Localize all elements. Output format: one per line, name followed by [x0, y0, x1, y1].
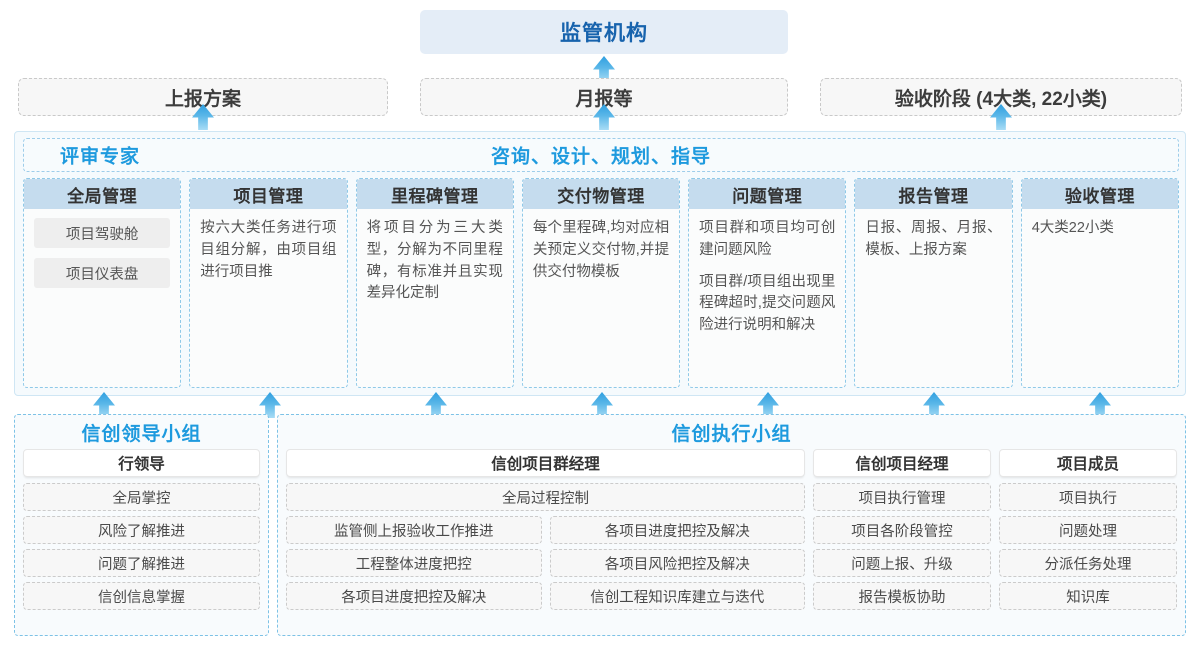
- column-deliverable-management[interactable]: 交付物管理 每个里程碑,均对应相关预定义交付物,并提供交付物模板: [521, 178, 681, 388]
- chip-item[interactable]: 项目驾驶舱: [34, 218, 171, 248]
- list-item[interactable]: 监管侧上报验收工作推进: [286, 516, 542, 544]
- column-body: 项目驾驶舱 项目仪表盘: [24, 209, 180, 387]
- column-global-management[interactable]: 全局管理 项目驾驶舱 项目仪表盘: [23, 178, 182, 388]
- program-manager-responsibilities: 全局过程控制 监管侧上报验收工作推进 工程整体进度把控 各项目进度把控及解决 各…: [286, 483, 805, 610]
- group-title: 信创领导小组: [81, 424, 202, 445]
- group-title: 信创执行小组: [671, 424, 792, 445]
- column-body: 每个里程碑,均对应相关预定义交付物,并提供交付物模板: [523, 209, 679, 387]
- list-item[interactable]: 问题处理: [999, 516, 1177, 544]
- list-item[interactable]: 全局掌控: [23, 483, 260, 511]
- column-title: 问题管理: [689, 179, 846, 209]
- column-title: 项目管理: [190, 179, 347, 209]
- list-item[interactable]: 报告模板协助: [813, 582, 991, 610]
- column-acceptance-management[interactable]: 验收管理 4大类22小类: [1020, 178, 1179, 388]
- program-manager-two-columns: 监管侧上报验收工作推进 工程整体进度把控 各项目进度把控及解决 各项目进度把控及…: [286, 516, 805, 610]
- band-center-label: 咨询、设计、规划、指导: [490, 146, 711, 168]
- list-item[interactable]: 项目执行: [999, 483, 1177, 511]
- list-item[interactable]: 各项目进度把控及解决: [286, 582, 542, 610]
- program-manager-left-column: 监管侧上报验收工作推进 工程整体进度把控 各项目进度把控及解决: [286, 516, 542, 610]
- band-left-label: 评审专家: [60, 146, 141, 168]
- list-item[interactable]: 知识库: [999, 582, 1177, 610]
- list-item[interactable]: 项目执行管理: [813, 483, 991, 511]
- column-body: 日报、周报、月报、模板、上报方案: [855, 209, 1011, 387]
- role-header-project-manager[interactable]: 信创项目经理: [813, 449, 991, 477]
- list-item[interactable]: 各项目进度把控及解决: [549, 516, 805, 544]
- column-title: 里程碑管理: [356, 179, 513, 209]
- column-body: 按六大类任务进行项目组分解，由项目组进行项目推: [190, 209, 346, 387]
- column-paragraph: 项目群/项目组出现里程碑超时,提交问题风险进行说明和解决: [699, 273, 836, 334]
- role-header-project-member[interactable]: 项目成员: [999, 449, 1177, 477]
- list-item[interactable]: 风险了解推进: [23, 516, 260, 544]
- top-card-monthly-report: 月报等: [420, 78, 788, 116]
- project-manager-responsibilities: 项目执行管理 项目各阶段管控 问题上报、升级 报告模板协助: [813, 483, 991, 610]
- list-item[interactable]: 信创工程知识库建立与迭代: [549, 582, 805, 610]
- project-member-responsibilities: 项目执行 问题处理 分派任务处理 知识库: [999, 483, 1177, 610]
- column-title: 报告管理: [855, 179, 1012, 209]
- regulator-box: 监管机构: [420, 10, 788, 54]
- column-body: 4大类22小类: [1022, 209, 1178, 387]
- list-item[interactable]: 问题上报、升级: [813, 549, 991, 577]
- column-issue-management[interactable]: 问题管理 项目群和项目均可创建问题风险 项目群/项目组出现里程碑超时,提交问题风…: [688, 178, 847, 388]
- list-item-wide[interactable]: 全局过程控制: [286, 483, 805, 511]
- top-card-label: 验收阶段 (4大类, 22小类): [894, 88, 1108, 110]
- list-item[interactable]: 项目各阶段管控: [813, 516, 991, 544]
- column-body: 将项目分为三大类型，分解为不同里程碑，有标准并且实现差异化定制: [357, 209, 513, 387]
- column-paragraph: 4大类22小类: [1031, 220, 1114, 236]
- group-execution: 信创执行小组 信创项目群经理 全局过程控制 监管侧上报验收工作推进 工程整体进度…: [277, 414, 1186, 636]
- band-header: 评审专家 咨询、设计、规划、指导: [23, 138, 1179, 172]
- subgroup-project-manager: 信创项目经理 项目执行管理 项目各阶段管控 问题上报、升级 报告模板协助: [813, 449, 991, 610]
- group-leadership: 信创领导小组 行领导 全局掌控 风险了解推进 问题了解推进 信创信息掌握: [14, 414, 269, 636]
- list-item[interactable]: 问题了解推进: [23, 549, 260, 577]
- column-paragraph: 项目群和项目均可创建问题风险: [699, 220, 836, 258]
- role-header-bank-leader[interactable]: 行领导: [23, 449, 260, 477]
- column-body: 项目群和项目均可创建问题风险 项目群/项目组出现里程碑超时,提交问题风险进行说明…: [689, 209, 845, 387]
- responsibility-list: 全局掌控 风险了解推进 问题了解推进 信创信息掌握: [23, 483, 260, 610]
- subgroup-project-member: 项目成员 项目执行 问题处理 分派任务处理 知识库: [999, 449, 1177, 610]
- column-paragraph: 将项目分为三大类型，分解为不同里程碑，有标准并且实现差异化定制: [366, 220, 503, 302]
- subgroup-program-manager: 信创项目群经理 全局过程控制 监管侧上报验收工作推进 工程整体进度把控 各项目进…: [286, 449, 805, 610]
- top-card-label: 月报等: [575, 88, 633, 110]
- role-header-program-manager[interactable]: 信创项目群经理: [286, 449, 805, 477]
- list-item[interactable]: 工程整体进度把控: [286, 549, 542, 577]
- top-card-label: 上报方案: [164, 88, 241, 110]
- column-project-management[interactable]: 项目管理 按六大类任务进行项目组分解，由项目组进行项目推: [189, 178, 348, 388]
- list-item[interactable]: 分派任务处理: [999, 549, 1177, 577]
- column-title: 验收管理: [1021, 179, 1178, 209]
- execution-columns: 信创项目群经理 全局过程控制 监管侧上报验收工作推进 工程整体进度把控 各项目进…: [286, 449, 1177, 610]
- organization-groups: 信创领导小组 行领导 全局掌控 风险了解推进 问题了解推进 信创信息掌握 信创执…: [14, 414, 1186, 636]
- chip-item[interactable]: 项目仪表盘: [34, 258, 171, 288]
- column-title: 交付物管理: [522, 179, 680, 209]
- program-manager-right-column: 各项目进度把控及解决 各项目风险把控及解决 信创工程知识库建立与迭代: [549, 516, 805, 610]
- column-report-management[interactable]: 报告管理 日报、周报、月报、模板、上报方案: [854, 178, 1013, 388]
- capability-columns: 全局管理 项目驾驶舱 项目仪表盘 项目管理 按六大类任务进行项目组分解，由项目组…: [23, 178, 1179, 388]
- list-item[interactable]: 各项目风险把控及解决: [549, 549, 805, 577]
- list-item[interactable]: 信创信息掌握: [23, 582, 260, 610]
- column-title: 全局管理: [24, 179, 181, 209]
- expert-band: 评审专家 咨询、设计、规划、指导 全局管理 项目驾驶舱 项目仪表盘 项目管理 按…: [14, 131, 1186, 396]
- column-milestone-management[interactable]: 里程碑管理 将项目分为三大类型，分解为不同里程碑，有标准并且实现差异化定制: [355, 178, 514, 388]
- column-paragraph: 每个里程碑,均对应相关预定义交付物,并提供交付物模板: [532, 220, 670, 280]
- column-paragraph: 按六大类任务进行项目组分解，由项目组进行项目推: [200, 220, 337, 280]
- column-paragraph: 日报、周报、月报、模板、上报方案: [865, 220, 1002, 258]
